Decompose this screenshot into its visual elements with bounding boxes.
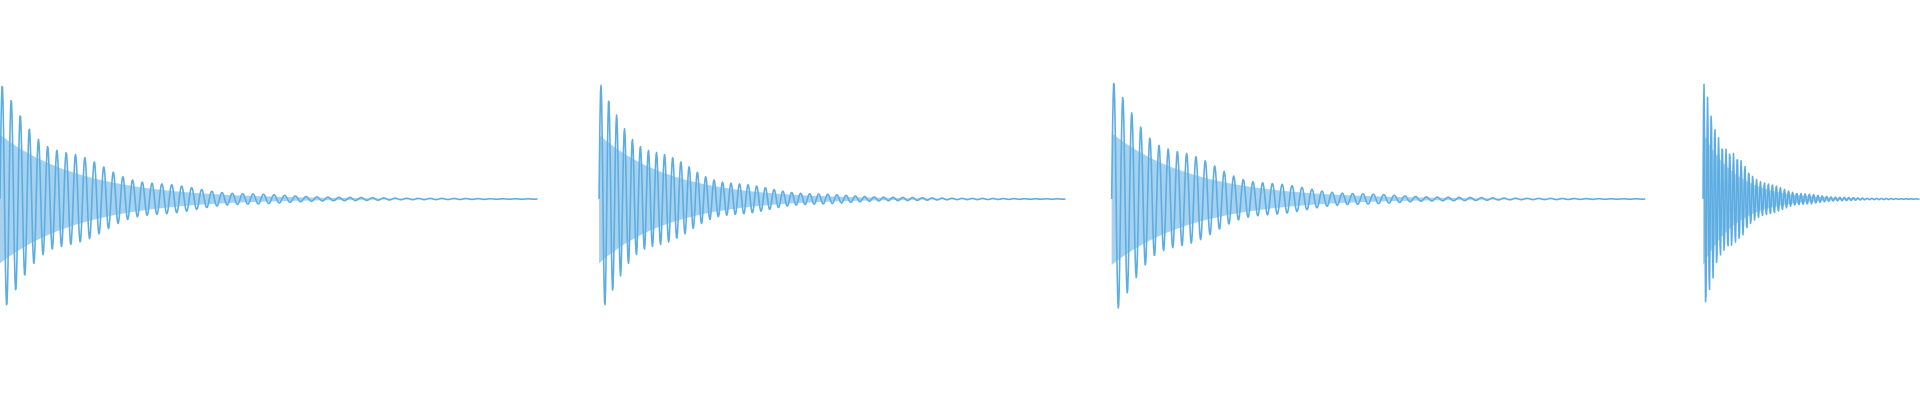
waveform-event-1 xyxy=(0,85,538,306)
waveform-events-layer xyxy=(0,82,1920,309)
waveform-event-4 xyxy=(1702,83,1920,303)
waveform-event-2 xyxy=(598,84,1066,306)
waveform-event-core-4 xyxy=(1703,133,1920,265)
waveform-event-core-2 xyxy=(599,134,1066,264)
waveform-event-3 xyxy=(1110,82,1646,309)
waveform-event-core-1 xyxy=(0,134,536,264)
waveform-event-core-3 xyxy=(1111,133,1644,265)
